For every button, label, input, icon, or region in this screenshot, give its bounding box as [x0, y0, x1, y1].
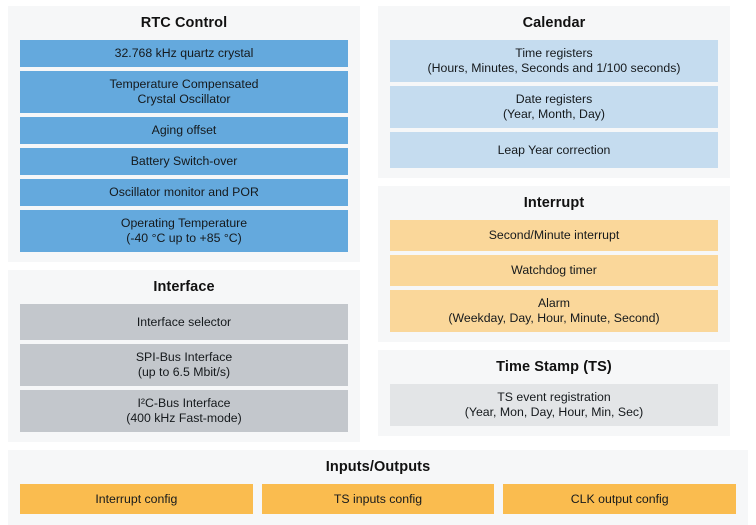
block-line-2: (up to 6.5 Mbit/s): [137, 365, 231, 379]
block-line-1: TS inputs config: [333, 491, 423, 506]
block-line-2: (-40 °C up to +85 °C): [126, 231, 242, 245]
panel-interrupt: Interrupt Second/Minute interrupt Watchd…: [378, 186, 730, 342]
block-quartz-crystal[interactable]: 32.768 kHz quartz crystal: [20, 40, 348, 67]
block-line-1: Temperature Compensated: [109, 77, 259, 91]
block-line-1: CLK output config: [570, 491, 669, 506]
rtc-control-block-list: 32.768 kHz quartz crystal Temperature Co…: [20, 40, 348, 252]
panel-calendar: Calendar Time registers (Hours, Minutes,…: [378, 6, 730, 178]
block-line-1: Interface selector: [136, 314, 232, 329]
panel-title-rtc-control: RTC Control: [140, 15, 228, 31]
block-line-2: (400 kHz Fast-mode): [126, 411, 242, 425]
block-line-1: Operating Temperature: [120, 216, 248, 230]
panel-rtc-control: RTC Control 32.768 kHz quartz crystal Te…: [8, 6, 360, 262]
block-line-1: I²C-Bus Interface: [137, 396, 231, 410]
block-line-2: (Year, Mon, Day, Hour, Min, Sec): [464, 405, 644, 419]
block-line-1: Oscillator monitor and POR: [109, 185, 259, 199]
block-leap-year-correction[interactable]: Leap Year correction: [390, 132, 718, 168]
block-tcxo[interactable]: Temperature Compensated Crystal Oscillat…: [20, 71, 348, 113]
block-line-2: (Weekday, Day, Hour, Minute, Second): [448, 311, 660, 325]
panel-time-stamp: Time Stamp (TS) TS event registration (Y…: [378, 350, 730, 436]
block-i2c-bus-interface[interactable]: I²C-Bus Interface (400 kHz Fast-mode): [20, 390, 348, 432]
block-line-1: Second/Minute interrupt: [488, 228, 620, 242]
block-line-1: TS event registration: [497, 390, 611, 404]
block-ts-inputs-config[interactable]: TS inputs config: [261, 484, 495, 514]
block-line-1: Date registers: [515, 92, 593, 106]
block-line-1: 32.768 kHz quartz crystal: [114, 46, 254, 60]
block-interface-selector[interactable]: Interface selector: [20, 304, 348, 340]
interface-block-list: Interface selector SPI-Bus Interface (up…: [20, 304, 348, 432]
time-stamp-block-list: TS event registration (Year, Mon, Day, H…: [390, 384, 718, 426]
block-line-1: Aging offset: [151, 123, 217, 137]
block-aging-offset[interactable]: Aging offset: [20, 117, 348, 144]
panel-title-calendar: Calendar: [522, 15, 586, 31]
block-watchdog-timer[interactable]: Watchdog timer: [390, 255, 718, 286]
block-line-1: Watchdog timer: [511, 263, 597, 277]
rtc-feature-block-diagram: RTC Control 32.768 kHz quartz crystal Te…: [8, 6, 748, 514]
block-interrupt-config[interactable]: Interrupt config: [20, 484, 253, 514]
block-line-1: Alarm: [537, 296, 571, 310]
block-date-registers[interactable]: Date registers (Year, Month, Day): [390, 86, 718, 128]
panel-title-interrupt: Interrupt: [523, 195, 585, 211]
block-ts-event-registration[interactable]: TS event registration (Year, Mon, Day, H…: [390, 384, 718, 426]
panel-interface: Interface Interface selector SPI-Bus Int…: [8, 270, 360, 442]
block-line-2: Crystal Oscillator: [137, 92, 231, 106]
block-spi-bus-interface[interactable]: SPI-Bus Interface (up to 6.5 Mbit/s): [20, 344, 348, 386]
right-column: Calendar Time registers (Hours, Minutes,…: [378, 6, 730, 442]
panel-inputs-outputs: Inputs/Outputs Interrupt config TS input…: [8, 450, 748, 525]
block-line-1: Leap Year correction: [497, 142, 611, 157]
block-alarm[interactable]: Alarm (Weekday, Day, Hour, Minute, Secon…: [390, 290, 718, 332]
inputs-outputs-block-list: Interrupt config TS inputs config CLK ou…: [20, 484, 737, 514]
block-battery-switch-over[interactable]: Battery Switch-over: [20, 148, 348, 175]
block-clk-output-config[interactable]: CLK output config: [503, 484, 737, 514]
panel-title-interface: Interface: [153, 279, 215, 295]
panel-title-inputs-outputs: Inputs/Outputs: [325, 459, 431, 475]
interrupt-block-list: Second/Minute interrupt Watchdog timer A…: [390, 220, 718, 332]
block-operating-temperature[interactable]: Operating Temperature (-40 °C up to +85 …: [20, 210, 348, 252]
block-second-minute-interrupt[interactable]: Second/Minute interrupt: [390, 220, 718, 251]
block-oscillator-monitor-por[interactable]: Oscillator monitor and POR: [20, 179, 348, 206]
left-column: RTC Control 32.768 kHz quartz crystal Te…: [8, 6, 360, 442]
block-line-1: SPI-Bus Interface: [135, 350, 233, 364]
block-line-1: Time registers: [515, 46, 593, 60]
block-line-2: (Hours, Minutes, Seconds and 1/100 secon…: [427, 61, 681, 75]
block-line-1: Interrupt config: [95, 491, 178, 506]
diagram-columns: RTC Control 32.768 kHz quartz crystal Te…: [8, 6, 748, 442]
block-line-1: Battery Switch-over: [130, 154, 238, 168]
block-line-2: (Year, Month, Day): [502, 107, 606, 121]
calendar-block-list: Time registers (Hours, Minutes, Seconds …: [390, 40, 718, 168]
block-time-registers[interactable]: Time registers (Hours, Minutes, Seconds …: [390, 40, 718, 82]
panel-title-time-stamp: Time Stamp (TS): [496, 359, 612, 375]
